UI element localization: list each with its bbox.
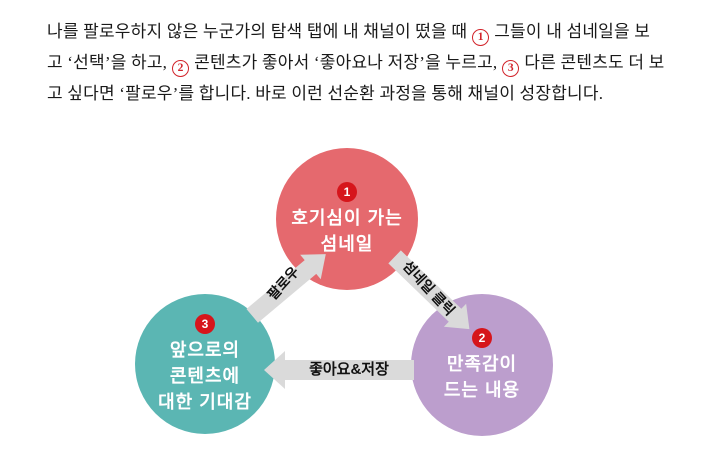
- node-satisfying-content: 2 만족감이 드는 내용: [411, 294, 553, 436]
- paragraph-text: 고 ‘선택’을 하고,: [47, 53, 168, 72]
- arrow-like-save: 좋아요&저장: [264, 351, 414, 389]
- node-number-badge: 1: [337, 181, 357, 202]
- circled-number-2: 2: [172, 60, 190, 77]
- circled-number-3: 3: [502, 60, 520, 77]
- circled-number-1: 1: [472, 29, 490, 46]
- node-label-line: 앞으로의: [169, 339, 241, 360]
- arrow-like-save-label: 좋아요&저장: [309, 361, 389, 378]
- paragraph-text: 고 싶다면 ‘팔로우’를 합니다. 바로 이런 선순환 과정을 통해 채널이 성…: [47, 84, 604, 103]
- node-label-line: 콘텐츠에: [169, 365, 241, 386]
- node-label-line: 드는 내용: [443, 379, 521, 400]
- paragraph-text: 콘텐츠가 좋아서 ‘좋아요나 저장’을 누르고,: [194, 53, 498, 72]
- node-number-badge: 2: [472, 327, 492, 348]
- node-label-line: 대한 기대감: [158, 391, 252, 412]
- arrow-shaft: [284, 360, 414, 380]
- arrow-head-icon: [264, 351, 285, 389]
- node-label-line: 만족감이: [446, 353, 518, 374]
- node-label-line: 호기심이 가는: [291, 207, 403, 228]
- node-label-line: 섬네일: [320, 233, 374, 254]
- node-future-expectation: 3 앞으로의 콘텐츠에 대한 기대감: [135, 294, 275, 434]
- paragraph-text: 다른 콘텐츠도 더 보: [524, 53, 665, 72]
- node-number-badge: 3: [195, 313, 215, 334]
- paragraph-text: 나를 팔로우하지 않은 누군가의 탐색 탭에 내 채널이 떴을 때: [47, 22, 468, 41]
- paragraph-text: 그들이 내 섬네일을 보: [494, 22, 651, 41]
- paragraph-line-3: 고 싶다면 ‘팔로우’를 합니다. 바로 이런 선순환 과정을 통해 채널이 성…: [47, 78, 719, 109]
